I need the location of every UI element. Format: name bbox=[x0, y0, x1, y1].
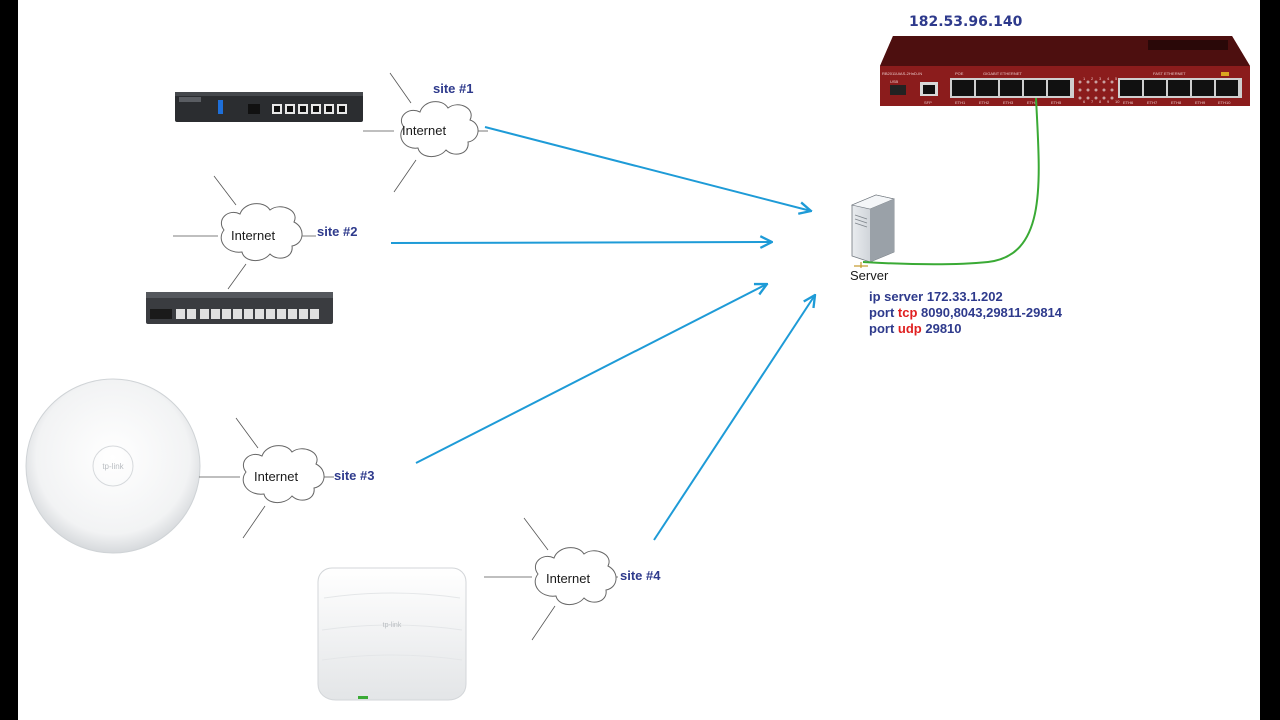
router-port-label: ETH10 bbox=[1218, 100, 1231, 105]
arrow-site1 bbox=[484, 126, 811, 211]
server-ip-line: ip server 172.33.1.202 bbox=[869, 289, 1062, 305]
server-udp-prefix: port bbox=[869, 321, 895, 336]
router-port-label: ETH4 bbox=[1027, 100, 1038, 105]
router-port-label: ETH9 bbox=[1195, 100, 1206, 105]
site-label: site #1 bbox=[433, 81, 474, 96]
router-usb-label: USB bbox=[890, 79, 899, 84]
router-model-label: RB2011UiAS-2HnD-IN bbox=[882, 71, 922, 76]
server-udp-keyword: udp bbox=[897, 321, 922, 336]
router-led-panel bbox=[1078, 80, 1114, 100]
site2-cloud-lines bbox=[173, 175, 316, 290]
router-led-number: 9 bbox=[1107, 99, 1110, 104]
router-fast-ports bbox=[1118, 72, 1242, 98]
server-info-block: ip server 172.33.1.202 port tcp 8090,804… bbox=[869, 289, 1062, 337]
diagram-canvas: tp-link tp-link bbox=[18, 0, 1260, 720]
svg-text:tp-link: tp-link bbox=[102, 462, 124, 471]
internet-label: Internet bbox=[402, 123, 446, 138]
router-led-number: 7 bbox=[1091, 99, 1094, 104]
arrow-site2 bbox=[390, 242, 772, 243]
server-ip-value: 172.33.1.202 bbox=[926, 289, 1003, 304]
server-udp-ports: 29810 bbox=[925, 321, 962, 336]
router-port-label: ETH7 bbox=[1147, 100, 1158, 105]
router-port-label: ETH6 bbox=[1123, 100, 1134, 105]
internet-label: Internet bbox=[254, 469, 298, 484]
router-led-number: 4 bbox=[1107, 76, 1110, 81]
router-gigabit-label: GIGABIT ETHERNET bbox=[983, 71, 1022, 76]
site4-cloud-lines bbox=[484, 517, 618, 641]
router-led-number: 10 bbox=[1115, 99, 1120, 104]
server-icon bbox=[851, 194, 895, 268]
site3-internet-cloud bbox=[242, 445, 325, 503]
router-port-label: ETH5 bbox=[1051, 100, 1062, 105]
router-poe-label: POE bbox=[955, 71, 964, 76]
tunnel-arrows bbox=[390, 126, 815, 541]
svg-text:tp-link: tp-link bbox=[383, 622, 402, 629]
server-tcp-prefix: port bbox=[869, 305, 895, 320]
server-label: Server bbox=[850, 268, 889, 283]
site4-access-point: tp-link bbox=[317, 567, 467, 701]
router-port-label: ETH8 bbox=[1171, 100, 1182, 105]
router-port-label: ETH2 bbox=[979, 100, 990, 105]
site-label: site #4 bbox=[620, 568, 661, 583]
site2-switch-device bbox=[146, 292, 333, 324]
router-led-number: 3 bbox=[1099, 76, 1102, 81]
diagram-svg: tp-link tp-link bbox=[25, 36, 1250, 701]
router-led-number: 1 bbox=[1083, 76, 1086, 81]
server-udp-line: port udp 29810 bbox=[869, 321, 1062, 337]
server-tcp-ports: 8090,8043,29811-29814 bbox=[921, 305, 1063, 320]
site4-internet-cloud bbox=[534, 547, 617, 605]
site3-access-point: tp-link bbox=[25, 378, 201, 554]
router-led-number: 2 bbox=[1091, 76, 1094, 81]
router-port-label: ETH3 bbox=[1003, 100, 1014, 105]
router-port-label: ETH1 bbox=[955, 100, 966, 105]
router-sfp-label: SFP bbox=[924, 100, 932, 105]
internet-label: Internet bbox=[546, 571, 590, 586]
site-label: site #2 bbox=[317, 224, 358, 239]
site2-internet-cloud bbox=[220, 203, 303, 261]
arrow-site3 bbox=[415, 284, 767, 464]
router-device bbox=[880, 36, 1250, 106]
router-led-number: 5 bbox=[1115, 76, 1118, 81]
server-tcp-keyword: tcp bbox=[897, 305, 918, 320]
router-fast-label: FAST ETHERNET bbox=[1153, 71, 1186, 76]
server-tcp-line: port tcp 8090,8043,29811-29814 bbox=[869, 305, 1062, 321]
internet-label: Internet bbox=[231, 228, 275, 243]
server-ip-prefix: ip server bbox=[869, 289, 924, 304]
router-ip-label: 182.53.96.140 bbox=[909, 14, 1023, 30]
router-gigabit-ports bbox=[950, 78, 1074, 98]
router-led-number: 6 bbox=[1083, 99, 1086, 104]
site-label: site #3 bbox=[334, 468, 375, 483]
ethernet-cable bbox=[862, 97, 1040, 266]
site1-internet-cloud bbox=[400, 101, 479, 157]
site1-gateway-device bbox=[175, 92, 363, 122]
arrow-site4 bbox=[653, 295, 815, 541]
router-led-number: 8 bbox=[1099, 99, 1102, 104]
